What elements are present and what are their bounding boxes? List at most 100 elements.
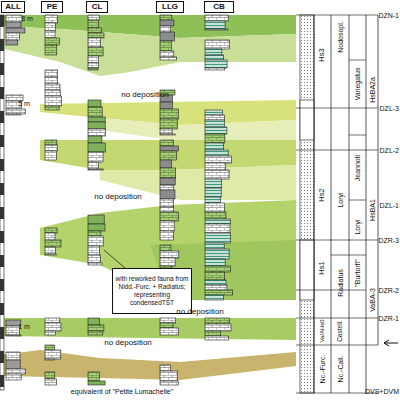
lithology-bed [160,199,174,207]
lithology-bed [160,212,178,221]
lithology-bed [205,179,222,188]
lithology-bed [45,38,60,45]
scale-segment [0,39,4,51]
bed-note: equivalent of "Petite Lumachelle" [71,388,173,395]
lithology-bed [160,207,174,212]
lithology-bed [6,335,21,336]
lithology-bed [88,63,99,68]
leader-line [104,250,125,268]
ammonite-subzone: Variegatus [354,68,361,101]
lithology-bed [45,350,61,359]
lithology-bed [88,38,101,47]
lithology-bed [205,60,227,68]
lithology-bed [6,33,20,40]
lithology-bed [205,170,229,179]
lithology-bed [160,26,171,32]
lithology-bed [160,146,178,151]
ammonite-zone: Loryi [337,192,344,207]
lithology-bed [205,290,233,295]
lithology-strip [300,240,314,300]
lithology-bed [88,236,103,246]
lithology-strip [300,15,314,393]
scale-segment [0,15,4,27]
lithology-bed [6,40,18,45]
scale-segment [0,87,4,99]
sequence-boundary: DZR-2 [378,287,399,294]
scale-segment [0,303,4,315]
lithology-bed [88,56,99,63]
scale-segment [0,111,4,123]
lithology-bed [160,57,177,60]
correlation-band [0,318,296,340]
lithology-bed [205,295,223,300]
lithology-bed [6,114,21,115]
lithology-bed [160,251,179,258]
lithology-bed [88,136,102,143]
lithology-bed [45,140,57,145]
column-name: ALL [5,3,21,11]
col-header: ALL [1,1,25,13]
lithology-bed [45,145,57,151]
column-name: PE [47,3,58,11]
lithology-bed [45,247,55,254]
lithology-bed [6,360,20,369]
lithology-bed [88,255,101,263]
scale-segment [0,63,4,75]
scale-bar [0,15,4,390]
lithology-bed [205,249,229,259]
lithology-bed [88,169,103,170]
lithology-bed [88,107,102,117]
lithology-bed [45,331,56,335]
column-name: CL [92,3,103,11]
sequence-boundary: DZL-2 [380,147,399,154]
sequence-boundary: DZR-3 [378,237,399,244]
correlation-band [0,350,296,380]
lithology-bed [205,219,230,224]
lithology-bed [45,323,61,331]
zone-name: Hs1 [318,261,326,274]
col-header: LLG [156,1,184,13]
lithology-bed [205,110,222,115]
lithology-bed [205,280,226,285]
sequence-boundary: DZN-1 [378,12,399,19]
lithology-bed [45,45,57,55]
col-header: CB [204,1,234,13]
lithology-bed [205,40,229,49]
lithology-strip [300,100,314,140]
lithology-bed [45,70,58,77]
scale-segment [0,231,4,243]
lithology-bed [205,233,231,243]
lithology-bed [160,32,174,41]
lithology-bed [205,259,225,266]
sequence-name: VaBA-3 [369,288,376,312]
lithology-bed [205,49,222,55]
lithology-bed [205,285,227,290]
lithology-bed [205,318,230,324]
ammonite-zone: Nc.-Call. [337,356,344,383]
lithology-bed [160,151,177,160]
gap-note: no deposition [94,193,142,201]
lithology-bed [205,331,221,336]
ammonite-subzone: Jeannoti [354,155,361,181]
scale-segment [0,351,4,363]
column-lines [314,15,378,393]
lithology-bed [45,90,60,96]
scale-segment [0,183,4,195]
lithology-bed [88,318,99,325]
col-header: PE [41,1,63,13]
lithology-bed [160,185,174,190]
lithology-bed [6,15,22,22]
scale-segment [0,375,4,387]
ammonite-zone: Nodosopl. [337,21,344,53]
lithology-bed [88,28,102,33]
lithology-bed [88,143,105,152]
lithology-bed [160,318,176,323]
lithology-bed [205,21,225,29]
lithology-bed [88,246,99,255]
lithology-bed [88,325,104,331]
lithology-bed [205,163,226,170]
column-name: LLG [162,3,178,11]
lithology-bed [88,263,102,265]
lithology-bed [45,228,57,233]
lithology-bed [88,152,103,162]
